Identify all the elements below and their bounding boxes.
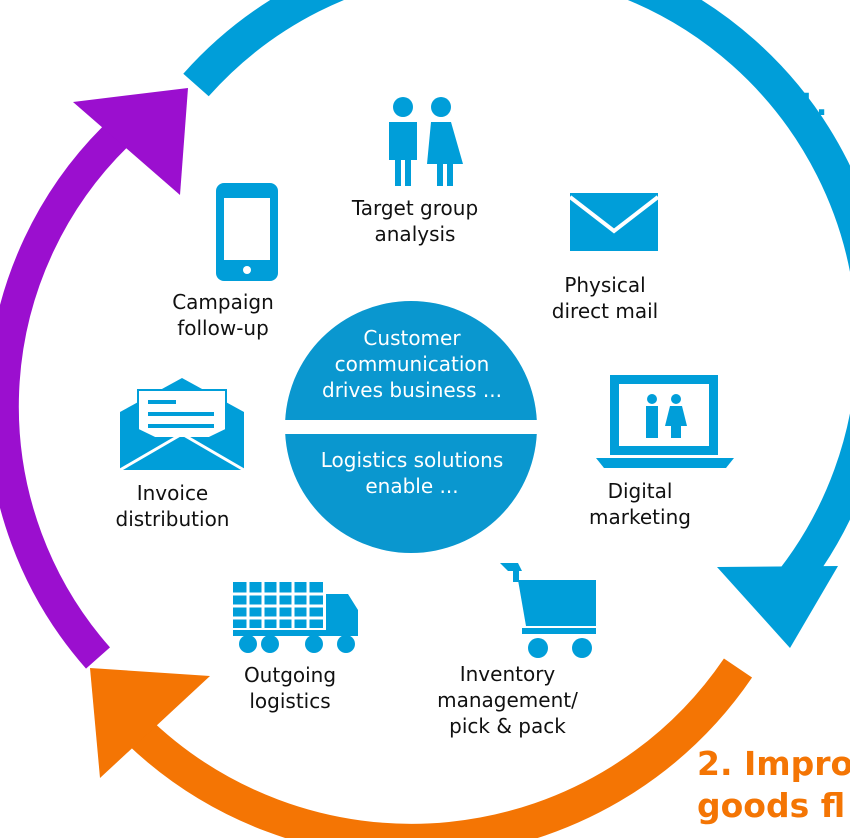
node-label-inventory: Inventory management/ pick & pack (437, 662, 578, 738)
shopping-cart-icon (500, 563, 596, 658)
node-label-outgoing-logistics: Outgoing logistics (243, 663, 337, 713)
hub-top-text: Customer communication drives business .… (322, 326, 502, 402)
blue-arrowhead (717, 566, 838, 648)
node-label-direct-mail: Physical direct mail (551, 273, 659, 323)
truck-icon (233, 582, 358, 653)
envelope-icon (568, 193, 660, 251)
orange-arrowhead (90, 668, 210, 778)
orange-cycle-arrow (123, 658, 753, 838)
smartphone-icon (216, 183, 278, 281)
people-icon (389, 97, 463, 186)
hub-divider (278, 420, 544, 434)
step-2-title: 2. Impro goods fl (697, 744, 850, 825)
purple-arrowhead (73, 88, 188, 195)
node-label-invoice-distribution: Invoice distribution (115, 481, 230, 531)
step-1-title: 1. (795, 88, 828, 123)
node-label-digital-marketing: Digital marketing (589, 479, 691, 529)
laptop-icon (596, 375, 734, 468)
node-label-target-group: Target group analysis (351, 196, 479, 246)
hub-bottom-text: Logistics solutions enable ... (320, 448, 504, 498)
node-label-campaign-follow-up: Campaign follow-up (172, 290, 274, 340)
blue-cycle-arrow (183, 0, 850, 612)
open-envelope-icon (119, 378, 245, 472)
purple-cycle-arrow (0, 120, 132, 669)
